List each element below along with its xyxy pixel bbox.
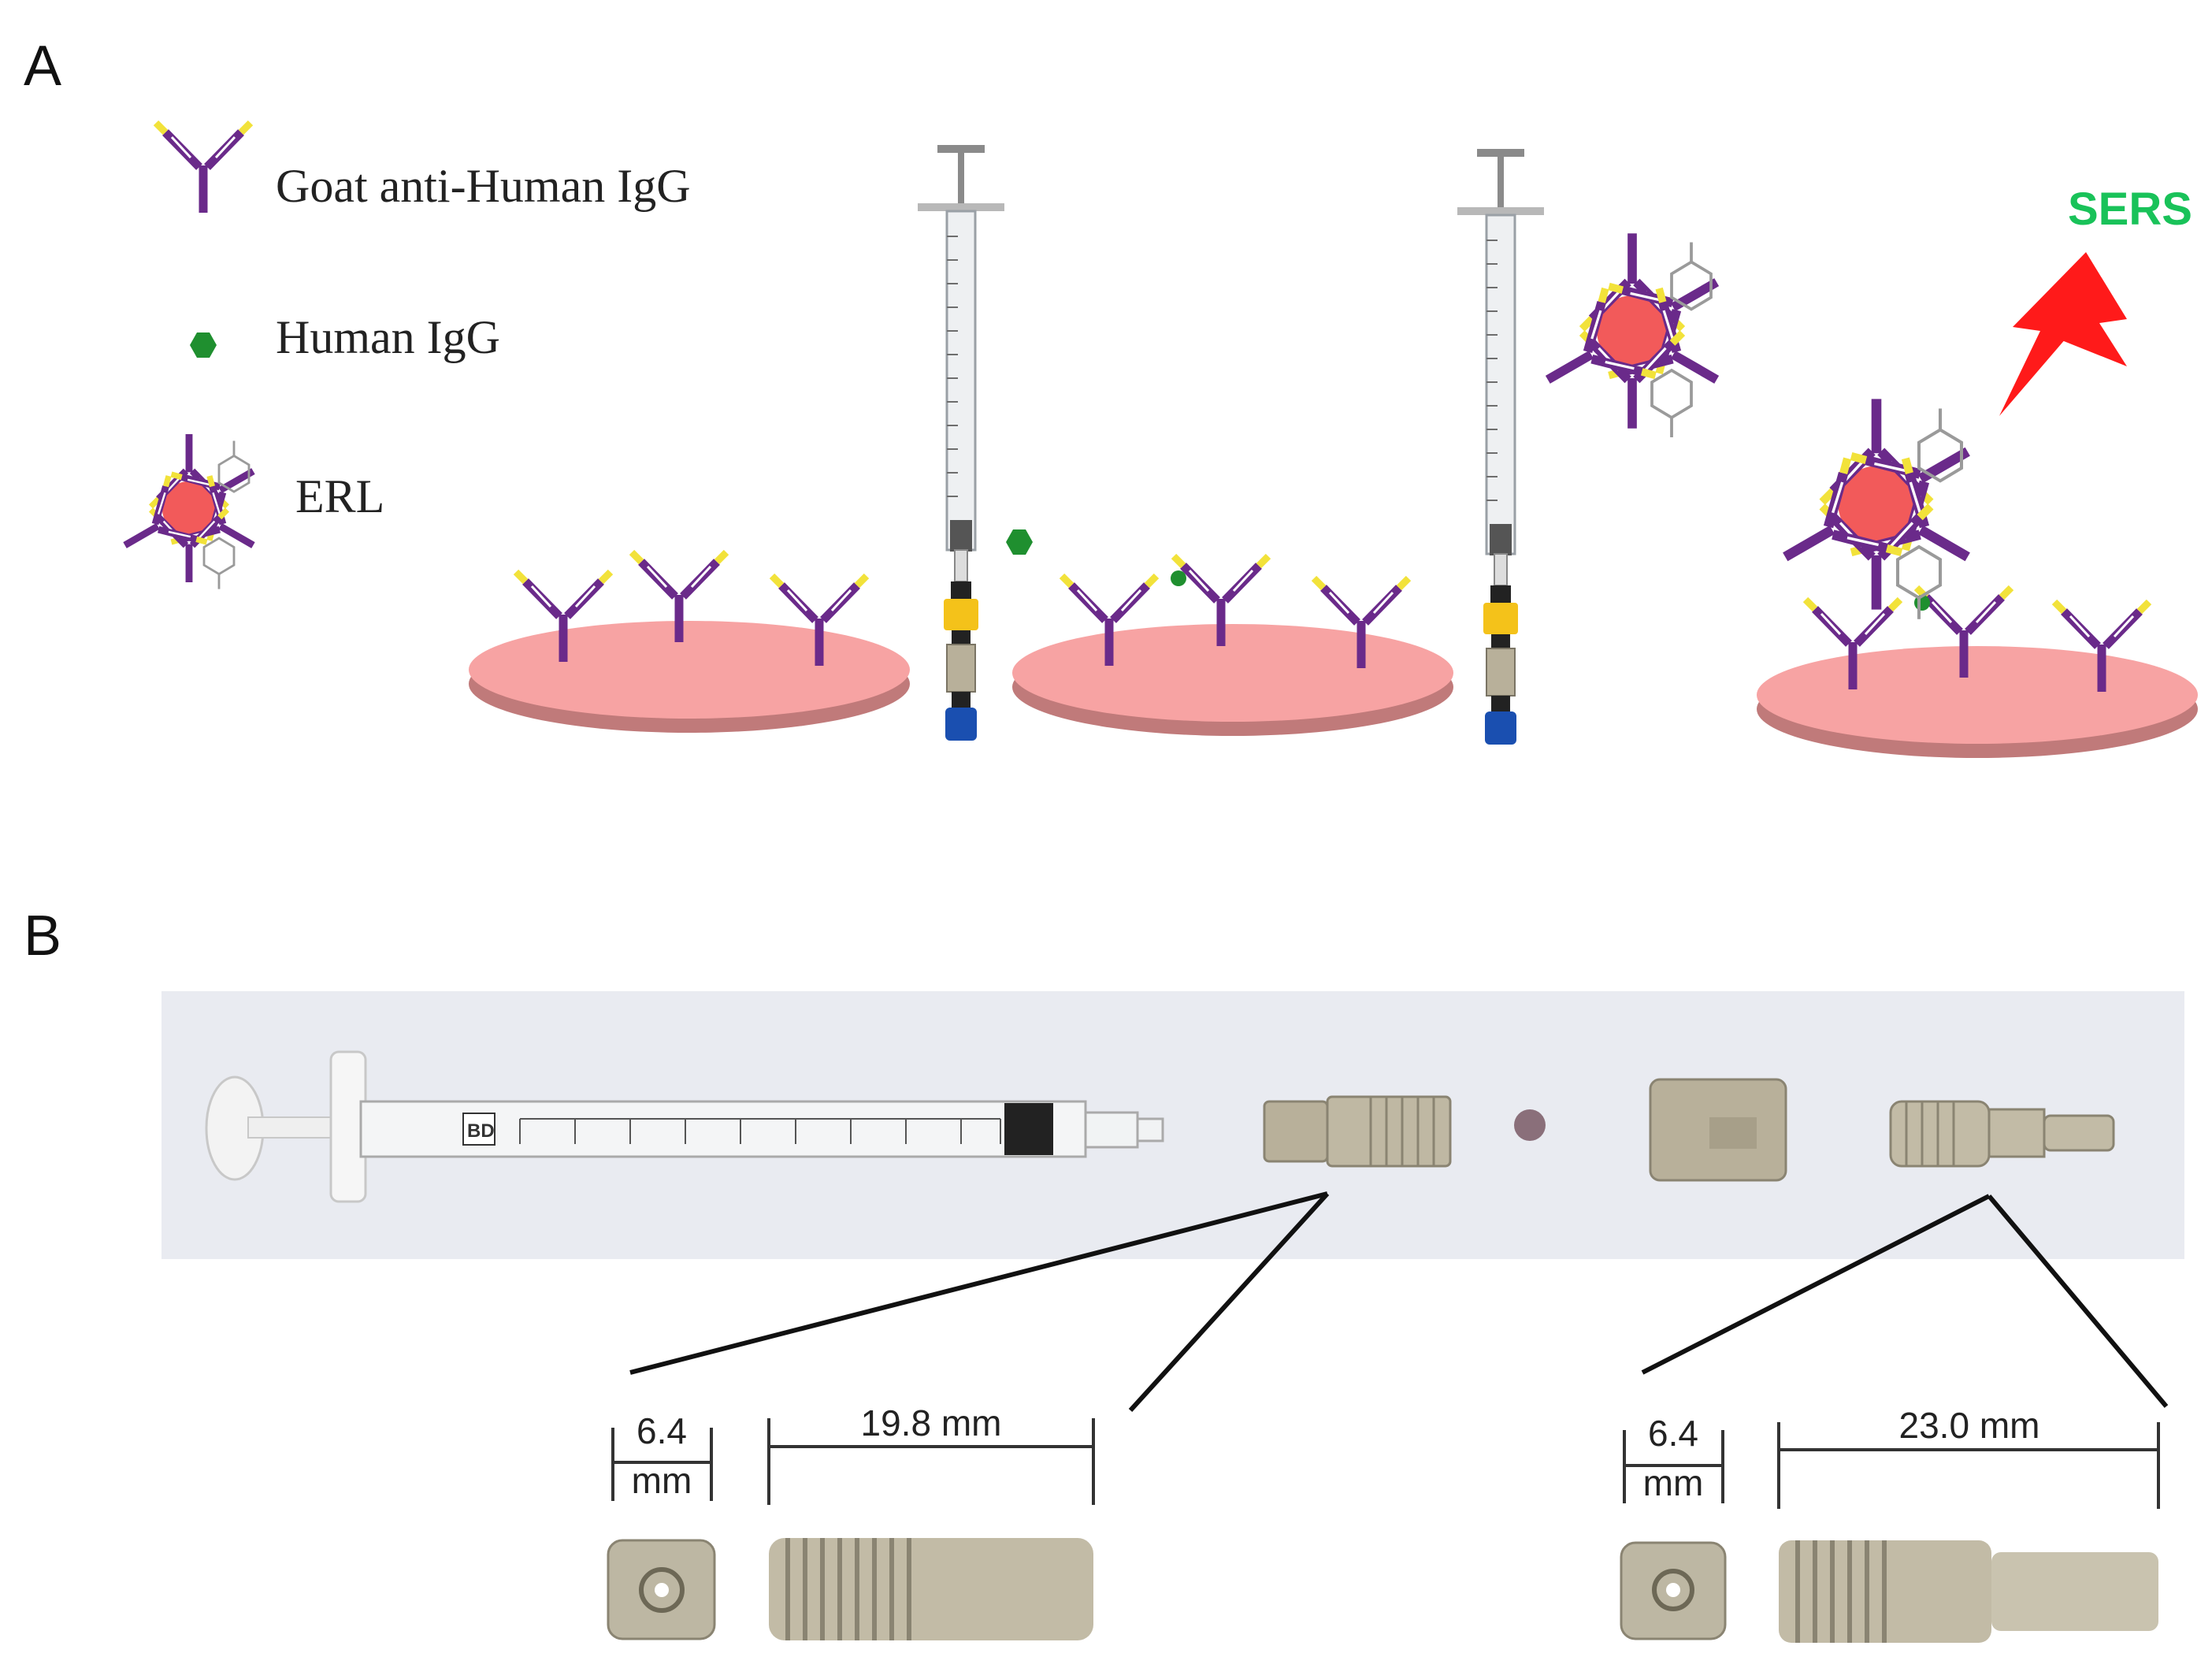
substrate-disc-3 bbox=[1757, 646, 2198, 758]
inlet-fitting-photo bbox=[1263, 1095, 1452, 1168]
erl-legend-icon bbox=[106, 434, 272, 589]
legend-antigen-label: Human IgG bbox=[276, 311, 500, 363]
left-length-label: 19.8 mm bbox=[861, 1402, 1002, 1443]
inlet-fitting-detail: 6.4 mm 19.8 mm bbox=[607, 1402, 1095, 1640]
legend-antibody-label: Goat anti-Human IgG bbox=[276, 160, 691, 212]
syringe-photo: BD bbox=[205, 1050, 1164, 1203]
panel-a-label: A bbox=[24, 35, 61, 98]
syringe-cartridge-2 bbox=[1456, 147, 1546, 746]
legend-reporter-label: ERL bbox=[295, 470, 384, 522]
substrate-disc-2 bbox=[1012, 624, 1453, 736]
syringe-brand-label: BD bbox=[467, 1120, 495, 1142]
syringe-cartridge-1 bbox=[916, 143, 1006, 742]
erl-probe bbox=[1523, 233, 1742, 437]
antibody-legend-icon bbox=[156, 123, 251, 213]
right-width-unit: mm bbox=[1643, 1462, 1704, 1503]
legend: Goat anti-Human IgG Human IgG ERL bbox=[106, 123, 691, 589]
zoom-lines bbox=[629, 1191, 2169, 1413]
right-width-value: 6.4 bbox=[1648, 1413, 1698, 1454]
bound-erl bbox=[1758, 399, 1995, 619]
outlet-fitting-detail: 6.4 mm 23.0 mm bbox=[1620, 1405, 2160, 1643]
panel-b-label: B bbox=[24, 905, 61, 968]
membrane-disc-photo bbox=[1514, 1109, 1546, 1141]
outlet-fitting-photo bbox=[1889, 1100, 2115, 1168]
union-nut-photo bbox=[1649, 1078, 1787, 1182]
device-photo: BD bbox=[161, 991, 2184, 1259]
lightning-bolt-icon bbox=[1999, 252, 2127, 416]
substrate-disc-1 bbox=[469, 621, 910, 733]
antigen-particle bbox=[1006, 529, 1033, 555]
sers-label: SERS bbox=[2068, 184, 2192, 235]
right-length-label: 23.0 mm bbox=[1899, 1405, 2040, 1446]
antigen-legend-icon bbox=[190, 332, 217, 358]
left-width-unit: mm bbox=[632, 1460, 692, 1501]
bound-antigen bbox=[1171, 570, 1186, 586]
left-width-value: 6.4 bbox=[637, 1410, 687, 1451]
